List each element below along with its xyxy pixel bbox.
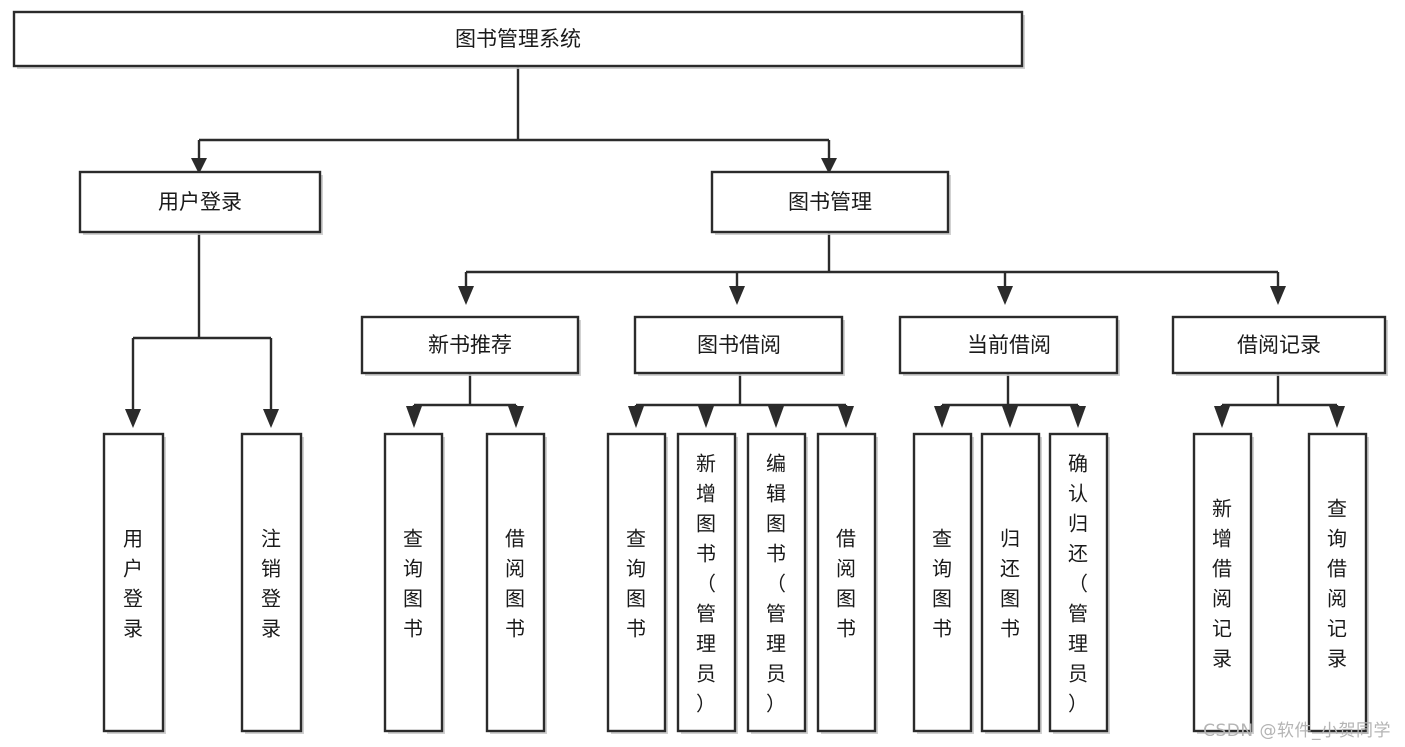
node-leaf-confirm-return[interactable]: 确认归还（管理员）	[1048, 432, 1110, 734]
leaf-query-book-cur-label: 查询图书	[932, 526, 952, 640]
arrow-to-leaf-edit-book	[768, 406, 784, 428]
leaf-user-login-label: 用户登录	[123, 526, 143, 640]
arrow-to-leaf-query-book-cur	[934, 406, 950, 428]
node-leaf-query-book-rec[interactable]: 查询图书	[383, 432, 445, 734]
new-book-rec-box[interactable]	[360, 315, 580, 375]
leaf-logout-label: 注销登录	[261, 526, 281, 640]
arrow-to-leaf-query-record	[1329, 406, 1345, 428]
leaf-layer: 用户登录 注销登录 查询图书 借阅图书 查询	[102, 432, 1369, 734]
node-book-borrow[interactable]: 图书借阅	[633, 315, 845, 376]
node-current-borrow[interactable]: 当前借阅	[898, 315, 1120, 376]
node-leaf-add-record[interactable]: 新增借阅记录	[1192, 432, 1254, 734]
arrow-to-user-login	[191, 158, 207, 174]
leaf-edit-book-box[interactable]	[746, 432, 807, 733]
current-borrow-label: 当前借阅	[967, 333, 1051, 357]
arrow-to-book-manage	[821, 158, 837, 174]
book-borrow-box[interactable]	[633, 315, 844, 375]
arrow-to-book-borrow	[729, 286, 745, 305]
leaf-query-book-borrow-box[interactable]	[606, 432, 667, 733]
leaf-query-record-box[interactable]	[1307, 432, 1368, 733]
arrow-to-current-borrow	[997, 286, 1013, 305]
leaf-query-book-borrow-label: 查询图书	[626, 526, 646, 640]
borrow-record-box[interactable]	[1171, 315, 1387, 375]
node-leaf-logout[interactable]: 注销登录	[240, 432, 304, 734]
leaf-logout-box[interactable]	[240, 432, 303, 733]
leaf-query-record-label: 查询借阅记录	[1327, 496, 1347, 670]
leaf-borrow-book-label: 借阅图书	[836, 526, 856, 640]
root-label: 图书管理系统	[455, 27, 581, 51]
node-leaf-user-login[interactable]: 用户登录	[102, 432, 166, 734]
node-new-book-rec[interactable]: 新书推荐	[360, 315, 581, 376]
arrow-to-new-book-rec	[458, 286, 474, 305]
leaf-add-book-label: 新增图书（管理员）	[696, 451, 716, 715]
arrow-to-borrow-record	[1270, 286, 1286, 305]
arrow-to-leaf-user-login	[125, 409, 141, 428]
book-manage-box[interactable]	[710, 170, 950, 234]
node-leaf-add-book[interactable]: 新增图书（管理员）	[676, 432, 738, 734]
node-borrow-record[interactable]: 借阅记录	[1171, 315, 1388, 376]
leaf-return-book-label: 归还图书	[1000, 526, 1020, 640]
connector-layer	[125, 66, 1345, 428]
arrow-to-leaf-return-book	[1002, 406, 1018, 428]
node-book-manage[interactable]: 图书管理	[710, 170, 951, 235]
arrow-to-leaf-query-book-borrow	[628, 406, 644, 428]
leaf-add-record-label: 新增借阅记录	[1212, 496, 1232, 670]
node-leaf-borrow-book-rec[interactable]: 借阅图书	[485, 432, 547, 734]
node-user-login[interactable]: 用户登录	[78, 170, 323, 235]
leaf-borrow-book-rec-box[interactable]	[485, 432, 546, 733]
leaf-edit-book-label: 编辑图书（管理员）	[766, 451, 786, 715]
borrow-record-label: 借阅记录	[1237, 333, 1321, 357]
arrow-to-leaf-query-book-rec	[406, 406, 422, 428]
node-leaf-query-record[interactable]: 查询借阅记录	[1307, 432, 1369, 734]
node-leaf-return-book[interactable]: 归还图书	[980, 432, 1042, 734]
new-book-rec-label: 新书推荐	[428, 333, 512, 357]
node-leaf-borrow-book[interactable]: 借阅图书	[816, 432, 878, 734]
node-leaf-query-book-cur[interactable]: 查询图书	[912, 432, 974, 734]
leaf-borrow-book-rec-label: 借阅图书	[505, 526, 525, 640]
arrow-to-leaf-borrow-book	[838, 406, 854, 428]
leaf-confirm-return-label: 确认归还（管理员）	[1068, 451, 1088, 715]
arrow-to-leaf-borrow-book-rec	[508, 406, 524, 428]
node-leaf-query-book-borrow[interactable]: 查询图书	[606, 432, 668, 734]
root-box[interactable]	[12, 10, 1024, 68]
leaf-user-login-box[interactable]	[102, 432, 165, 733]
leaf-confirm-return-box[interactable]	[1048, 432, 1109, 733]
node-root[interactable]: 图书管理系统	[12, 10, 1025, 69]
node-leaf-edit-book[interactable]: 编辑图书（管理员）	[746, 432, 808, 734]
leaf-query-book-rec-label: 查询图书	[403, 526, 423, 640]
user-login-label: 用户登录	[158, 190, 242, 214]
leaf-return-book-box[interactable]	[980, 432, 1041, 733]
current-borrow-box[interactable]	[898, 315, 1119, 375]
arrow-to-leaf-add-book	[698, 406, 714, 428]
book-borrow-label: 图书借阅	[697, 333, 781, 357]
leaf-add-book-box[interactable]	[676, 432, 737, 733]
leaf-borrow-book-box[interactable]	[816, 432, 877, 733]
leaf-query-book-rec-box[interactable]	[383, 432, 444, 733]
arrow-to-leaf-confirm-return	[1070, 406, 1086, 428]
arrow-to-leaf-add-record	[1214, 406, 1230, 428]
user-login-box[interactable]	[78, 170, 322, 234]
leaf-query-book-cur-box[interactable]	[912, 432, 973, 733]
arrow-to-leaf-logout	[263, 409, 279, 428]
leaf-add-record-box[interactable]	[1192, 432, 1253, 733]
book-manage-label: 图书管理	[788, 190, 872, 214]
